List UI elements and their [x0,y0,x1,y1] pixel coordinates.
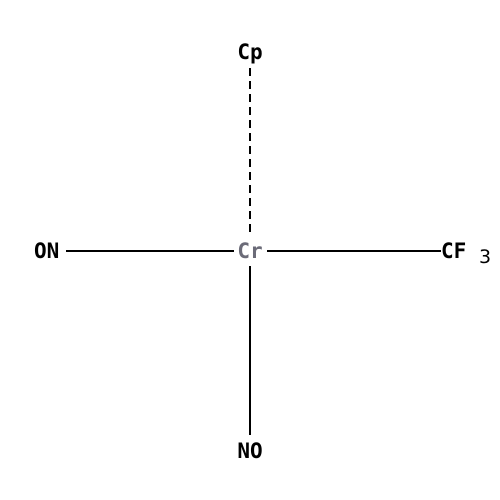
atom-label-on: ON [34,239,59,263]
atom-label-cf: CF [441,239,466,263]
atom-label-no: NO [237,439,262,463]
atom-label-cp: Cp [237,40,262,64]
atom-label-cr: Cr [237,239,262,263]
atom-label-cf3-subscript: 3 [479,246,491,268]
atom-label-cf3: CF 3 [441,239,491,268]
